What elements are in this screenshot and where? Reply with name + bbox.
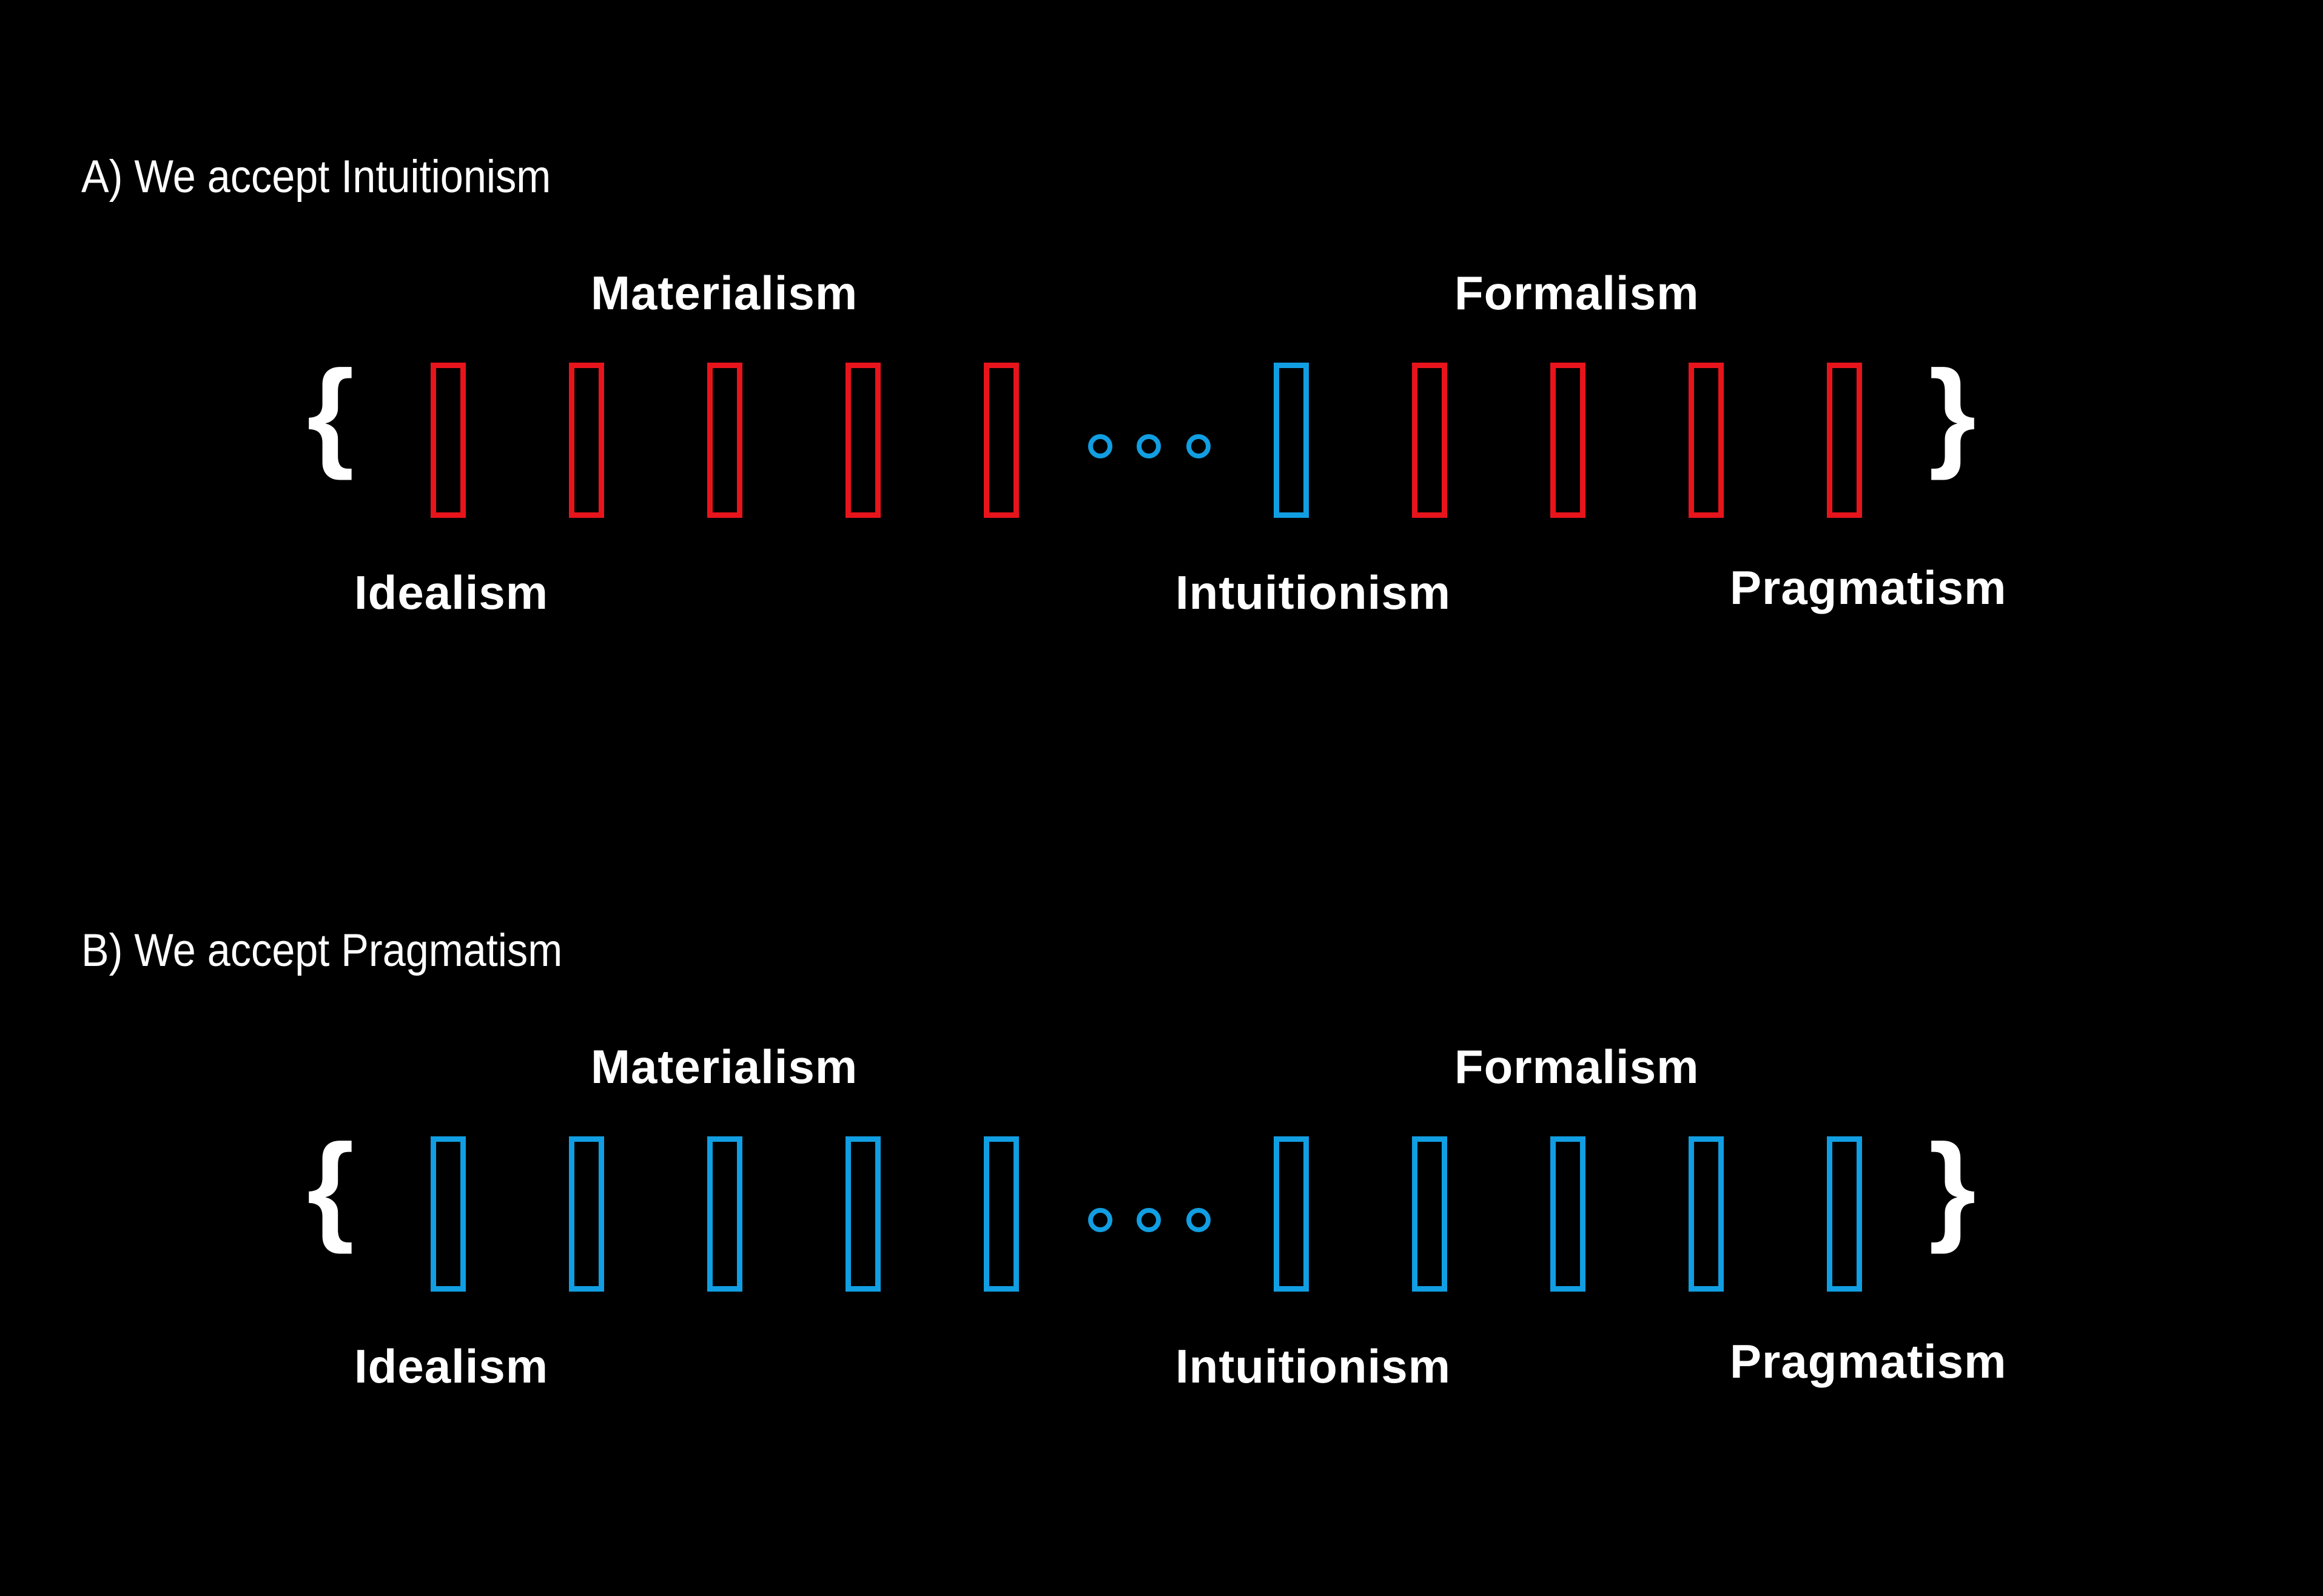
box-rejected — [984, 363, 1019, 518]
panel-a: A) We accept Intuitionism Materialism Fo… — [0, 0, 2323, 619]
box-accepted — [1550, 1136, 1585, 1292]
box-accepted — [1274, 363, 1309, 518]
panel-heading: A) We accept Intuitionism — [81, 151, 551, 203]
box-accepted — [707, 1136, 742, 1292]
box-rejected — [569, 363, 604, 518]
box-accepted — [984, 1136, 1019, 1292]
label-idealism: Idealism — [354, 566, 549, 619]
panel-b: B) We accept Pragmatism Materialism Form… — [0, 774, 2323, 1393]
label-materialism: Materialism — [591, 266, 858, 320]
ellipsis-dot — [1186, 434, 1211, 458]
box-rejected — [431, 363, 466, 518]
ellipsis-dot — [1088, 1208, 1112, 1232]
ellipsis-dot — [1088, 434, 1112, 458]
left-brace: { — [307, 346, 354, 481]
box-rejected — [1412, 363, 1447, 518]
label-pragmatism: Pragmatism — [1730, 1335, 2007, 1388]
label-formalism: Formalism — [1454, 1040, 1699, 1093]
panel-heading: B) We accept Pragmatism — [81, 925, 563, 976]
ellipsis-dot — [1137, 1208, 1161, 1232]
box-rejected — [707, 363, 742, 518]
element-row — [0, 0, 2323, 606]
right-brace: } — [1929, 346, 1976, 481]
box-accepted — [1827, 1136, 1862, 1292]
box-accepted — [431, 1136, 466, 1292]
label-pragmatism: Pragmatism — [1730, 561, 2007, 614]
box-rejected — [845, 363, 881, 518]
box-accepted — [1412, 1136, 1447, 1292]
label-intuitionism: Intuitionism — [1175, 566, 1451, 619]
label-materialism: Materialism — [591, 1040, 858, 1093]
box-accepted — [569, 1136, 604, 1292]
box-accepted — [1274, 1136, 1309, 1292]
box-rejected — [1550, 363, 1585, 518]
box-rejected — [1827, 363, 1862, 518]
box-accepted — [845, 1136, 881, 1292]
label-intuitionism: Intuitionism — [1175, 1340, 1451, 1393]
ellipsis-dot — [1186, 1208, 1211, 1232]
element-row — [0, 774, 2323, 1380]
label-formalism: Formalism — [1454, 266, 1699, 320]
right-brace: } — [1929, 1119, 1976, 1255]
label-idealism: Idealism — [354, 1340, 549, 1393]
ellipsis-dot — [1137, 434, 1161, 458]
box-accepted — [1689, 1136, 1724, 1292]
left-brace: { — [307, 1119, 354, 1255]
box-rejected — [1689, 363, 1724, 518]
